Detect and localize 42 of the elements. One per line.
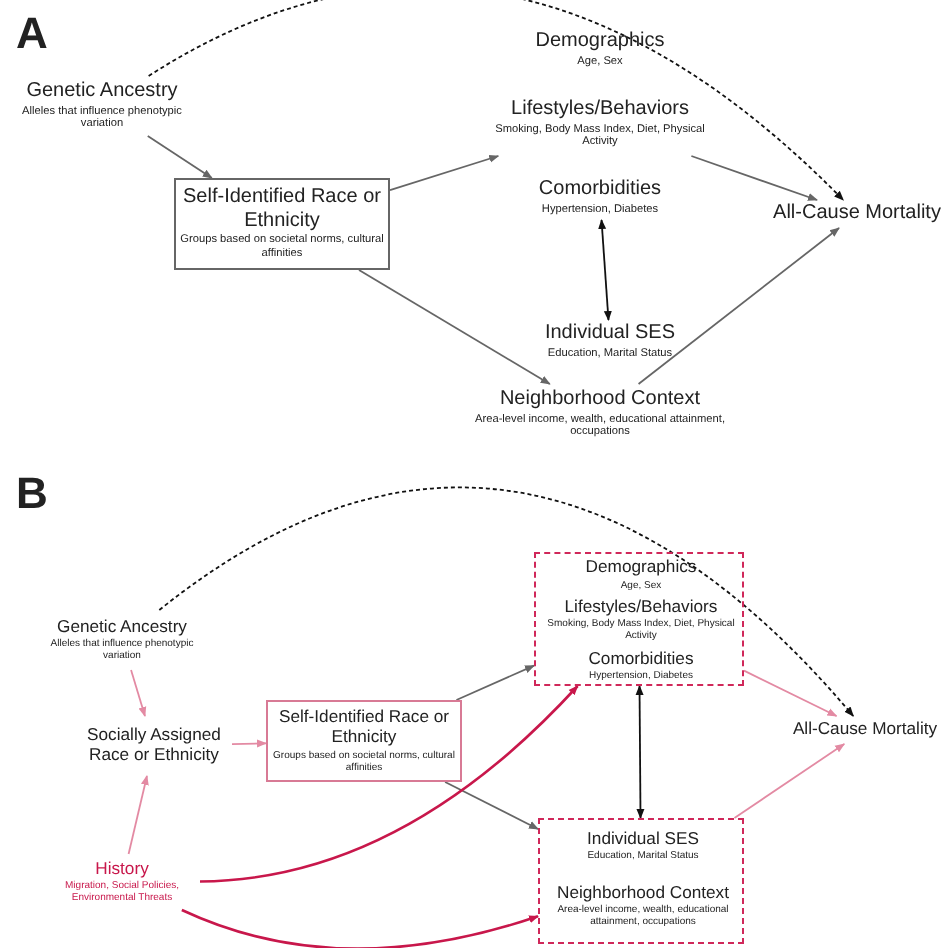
arrow xyxy=(733,743,846,819)
node-title: Demographics xyxy=(535,30,665,54)
arrow xyxy=(637,227,840,385)
race-ethnicity-box xyxy=(174,178,390,270)
node-title: History xyxy=(95,859,149,879)
arrow xyxy=(743,669,838,717)
panel-label: B xyxy=(16,468,48,520)
curved-arrow xyxy=(147,0,845,201)
node-title: Individual SES xyxy=(587,829,699,849)
node-title: All-Cause Mortality xyxy=(792,720,938,740)
arrow xyxy=(598,219,612,321)
node-title: Demographics xyxy=(585,558,697,578)
node-title: Comorbidities xyxy=(538,178,662,202)
node-title: Socially Assigned Race or Ethnicity xyxy=(85,726,223,766)
node-title: All-Cause Mortality xyxy=(773,202,941,226)
node-title: Neighborhood Context xyxy=(557,883,729,903)
node-title: Genetic Ancestry xyxy=(57,617,187,637)
curved-arrow xyxy=(158,486,855,717)
arrow xyxy=(358,269,551,385)
arrow xyxy=(389,154,500,191)
node-title: Comorbidities xyxy=(588,649,694,669)
node-title: Self-Identified Race or Ethnicity xyxy=(276,708,452,748)
race-ethnicity-box xyxy=(266,700,462,782)
node-title: Individual SES xyxy=(544,322,676,346)
arrow xyxy=(231,739,267,748)
arrow xyxy=(690,155,818,201)
arrow xyxy=(146,135,213,179)
panel-label: A xyxy=(16,8,48,60)
arrow xyxy=(444,781,539,830)
arrow xyxy=(455,664,535,701)
dashed-group-box xyxy=(538,818,744,944)
arrow xyxy=(127,775,149,855)
curved-arrow xyxy=(199,685,579,883)
arrow xyxy=(130,669,147,717)
node-title: Lifestyles/Behaviors xyxy=(511,98,689,122)
curved-arrow xyxy=(181,908,539,948)
node-title: Self-Identified Race or Ethnicity xyxy=(181,186,383,233)
arrow xyxy=(635,685,645,819)
node-title: Lifestyles/Behaviors xyxy=(564,597,718,617)
node-title: Genetic Ancestry xyxy=(26,80,178,104)
dashed-group-box xyxy=(534,552,744,686)
node-title: Neighborhood Context xyxy=(499,388,701,412)
